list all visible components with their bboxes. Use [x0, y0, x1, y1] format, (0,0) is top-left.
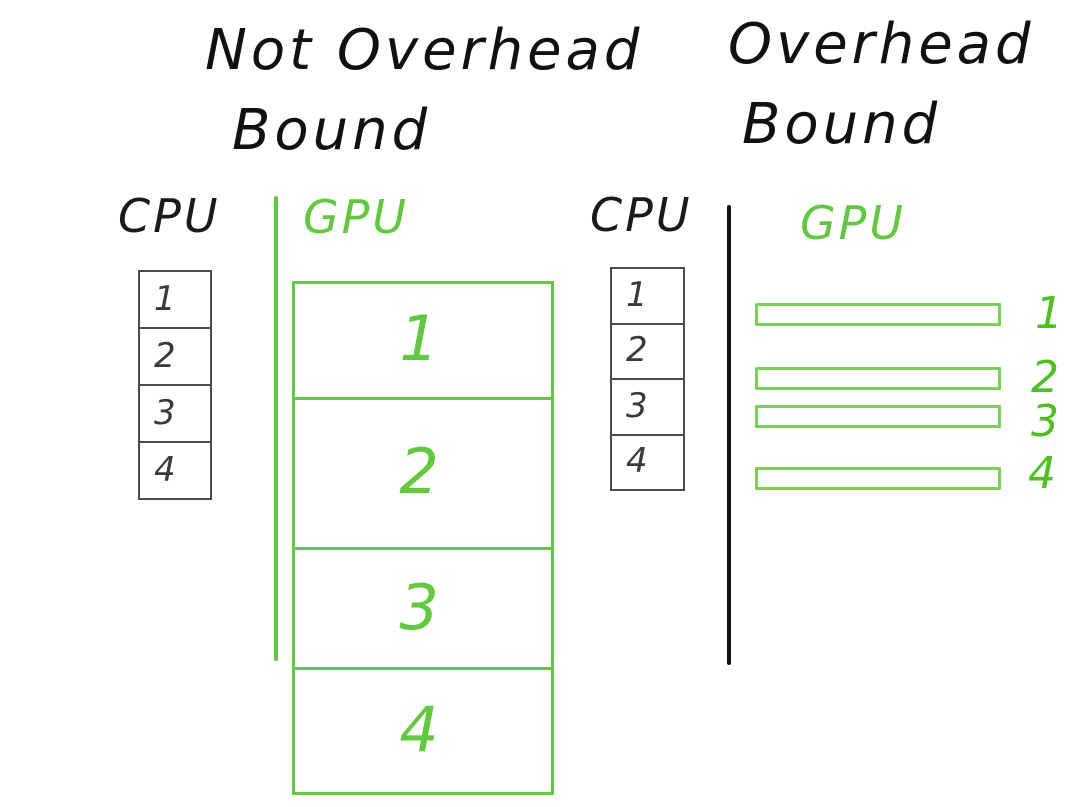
left-cpu-cell-1: 1	[140, 272, 210, 329]
left-gpu-cell-4-label: 4	[399, 693, 439, 767]
right-panel-title-line2: Bound	[742, 92, 942, 157]
right-cpu-cell-2: 2	[612, 325, 683, 380]
left-gpu-cell-2: 2	[295, 400, 551, 550]
right-panel-divider	[727, 205, 731, 665]
right-gpu-bar-2	[755, 367, 1001, 390]
left-cpu-cell-2: 2	[140, 329, 210, 386]
left-cpu-heading: CPU	[118, 189, 221, 243]
right-cpu-cell-4-label: 4	[626, 441, 648, 482]
left-gpu-table: 1 2 3 4	[292, 281, 554, 795]
left-gpu-cell-3-label: 3	[399, 570, 439, 644]
right-cpu-cell-4: 4	[612, 436, 683, 490]
right-gpu-heading: GPU	[800, 196, 907, 250]
right-cpu-cell-1-label: 1	[626, 274, 648, 315]
left-cpu-cell-2-label: 2	[154, 335, 176, 376]
left-cpu-cell-4: 4	[140, 443, 210, 498]
left-gpu-cell-2-label: 2	[399, 435, 439, 509]
right-cpu-cell-3: 3	[612, 380, 683, 436]
left-cpu-table: 1 2 3 4	[138, 270, 212, 500]
left-gpu-cell-3: 3	[295, 550, 551, 671]
right-cpu-cell-2-label: 2	[626, 330, 648, 371]
left-panel-title-line1: Not Overhead	[205, 18, 644, 83]
left-gpu-cell-1: 1	[295, 284, 551, 400]
right-gpu-bar-1-label: 1	[1035, 288, 1064, 339]
right-gpu-bar-3-label: 3	[1031, 396, 1060, 447]
left-panel-divider	[274, 196, 278, 661]
right-cpu-cell-1: 1	[612, 269, 683, 325]
right-cpu-table: 1 2 3 4	[610, 267, 685, 491]
right-gpu-bar-4	[755, 467, 1001, 490]
right-gpu-bar-4-label: 4	[1028, 448, 1057, 499]
left-cpu-cell-1-label: 1	[154, 278, 176, 319]
right-gpu-bar-3	[755, 405, 1001, 428]
left-cpu-cell-3: 3	[140, 386, 210, 443]
right-cpu-cell-3-label: 3	[626, 385, 648, 426]
left-cpu-cell-4-label: 4	[154, 449, 176, 490]
left-gpu-heading: GPU	[303, 190, 410, 244]
left-cpu-cell-3-label: 3	[154, 392, 176, 433]
left-panel-title-line2: Bound	[232, 98, 432, 163]
left-gpu-cell-1-label: 1	[399, 302, 439, 376]
left-gpu-cell-4: 4	[295, 670, 551, 792]
right-gpu-bar-1	[755, 303, 1001, 326]
right-gpu-bar-2-label: 2	[1031, 352, 1060, 403]
right-cpu-heading: CPU	[590, 188, 693, 242]
right-panel-title-line1: Overhead	[728, 12, 1035, 77]
